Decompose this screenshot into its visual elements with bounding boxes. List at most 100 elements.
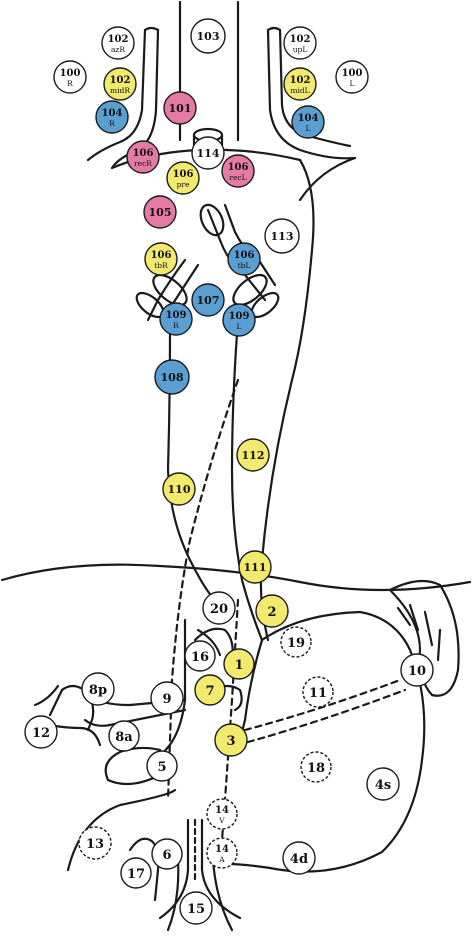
lymph-node-16: 16 bbox=[184, 640, 216, 672]
lymph-node-13: 13 bbox=[78, 826, 112, 860]
spleen bbox=[388, 579, 460, 697]
node-circle bbox=[78, 826, 112, 860]
node-circle bbox=[184, 640, 216, 672]
node-circle bbox=[222, 303, 256, 337]
node-circle bbox=[120, 857, 152, 889]
node-number: 4d bbox=[290, 852, 308, 867]
smv-left bbox=[166, 858, 180, 932]
node-number: 100 bbox=[342, 68, 363, 79]
lymph-node-19: 19 bbox=[280, 626, 312, 658]
node-number: 17 bbox=[127, 867, 145, 882]
node-subscript: L bbox=[237, 322, 242, 331]
right-carotid-artery bbox=[86, 28, 147, 162]
node-subscript: upL bbox=[293, 45, 308, 54]
node-number: 106 bbox=[173, 169, 194, 180]
node-number: 11 bbox=[309, 686, 327, 701]
lesser-curvature bbox=[238, 638, 264, 742]
esophagus-dashed bbox=[166, 378, 240, 802]
node-circle bbox=[146, 750, 178, 782]
lymph-node-9: 9 bbox=[150, 681, 184, 715]
node-number: 106 bbox=[228, 162, 249, 173]
node-circle bbox=[291, 105, 325, 139]
smv-right bbox=[211, 858, 234, 932]
left-gastric-artery bbox=[193, 627, 234, 662]
lymph-node-8a: 8a bbox=[108, 720, 140, 752]
lymph-node-14-V: 14V bbox=[206, 798, 238, 830]
lymph-node-8p: 8p bbox=[81, 672, 115, 706]
node-circle bbox=[53, 60, 87, 94]
node-circle bbox=[191, 136, 225, 170]
node-subscript: tbR bbox=[154, 261, 168, 270]
node-circle bbox=[154, 359, 190, 395]
node-number: 112 bbox=[242, 449, 265, 462]
node-circle bbox=[103, 67, 137, 101]
node-circle bbox=[238, 550, 272, 584]
lymph-node-114: 114 bbox=[191, 136, 225, 170]
node-circle bbox=[283, 67, 317, 101]
node-circle bbox=[236, 438, 270, 472]
node-number: 110 bbox=[168, 483, 191, 496]
node-circle bbox=[366, 767, 400, 801]
node-subscript: L bbox=[350, 79, 355, 88]
node-number: 104 bbox=[298, 113, 319, 124]
node-subscript: midL bbox=[290, 86, 309, 95]
node-number: 19 bbox=[287, 636, 305, 651]
node-number: 100 bbox=[60, 68, 81, 79]
node-number: 108 bbox=[161, 371, 184, 384]
lymph-node-7: 7 bbox=[194, 674, 226, 706]
lymph-node-4s: 4s bbox=[366, 767, 400, 801]
superior-mesenteric-artery-left bbox=[158, 818, 190, 920]
node-number: 102 bbox=[290, 75, 311, 86]
node-subscript: R bbox=[67, 79, 73, 88]
node-circle bbox=[81, 672, 115, 706]
node-subscript: midR bbox=[110, 86, 130, 95]
node-number: 12 bbox=[32, 726, 50, 741]
node-number: 8p bbox=[89, 683, 107, 698]
node-number: 9 bbox=[162, 692, 171, 707]
node-circle bbox=[280, 626, 312, 658]
lymph-node-15: 15 bbox=[179, 891, 213, 925]
lymph-node-12: 12 bbox=[24, 715, 58, 749]
node-number: 101 bbox=[169, 102, 192, 115]
node-circle bbox=[143, 195, 177, 229]
splenic-artery-dashed-2 bbox=[246, 688, 407, 744]
lymph-node-6: 6 bbox=[151, 838, 183, 870]
node-number: 10 bbox=[408, 664, 426, 679]
left-vessel-cap bbox=[266, 26, 282, 32]
node-circle bbox=[163, 91, 197, 125]
node-number: 105 bbox=[149, 206, 172, 219]
lymph-node-3: 3 bbox=[214, 723, 248, 757]
node-number: 111 bbox=[244, 561, 267, 574]
node-circle bbox=[190, 18, 226, 54]
lymph-node-11: 11 bbox=[302, 676, 334, 708]
node-circle bbox=[255, 594, 289, 628]
lymph-node-10: 10 bbox=[400, 653, 434, 687]
left-carotid-artery bbox=[266, 28, 357, 160]
node-number: 16 bbox=[191, 650, 209, 665]
node-subscript: azR bbox=[111, 45, 125, 54]
node-number: 1 bbox=[234, 658, 243, 673]
left-hepatic-branch-2 bbox=[48, 688, 64, 717]
node-number: 14 bbox=[215, 844, 229, 855]
aorta-outer-right bbox=[298, 156, 357, 202]
lymph-node-105: 105 bbox=[143, 195, 177, 229]
node-circle bbox=[108, 720, 140, 752]
node-circle bbox=[206, 837, 238, 869]
node-subscript: A bbox=[218, 855, 225, 864]
node-circle bbox=[221, 154, 255, 188]
lymph-node-108: 108 bbox=[154, 359, 190, 395]
node-number: 103 bbox=[197, 30, 220, 43]
node-circle bbox=[214, 723, 248, 757]
lymph-node-5: 5 bbox=[146, 750, 178, 782]
node-circle bbox=[300, 751, 332, 783]
node-circle bbox=[194, 674, 226, 706]
